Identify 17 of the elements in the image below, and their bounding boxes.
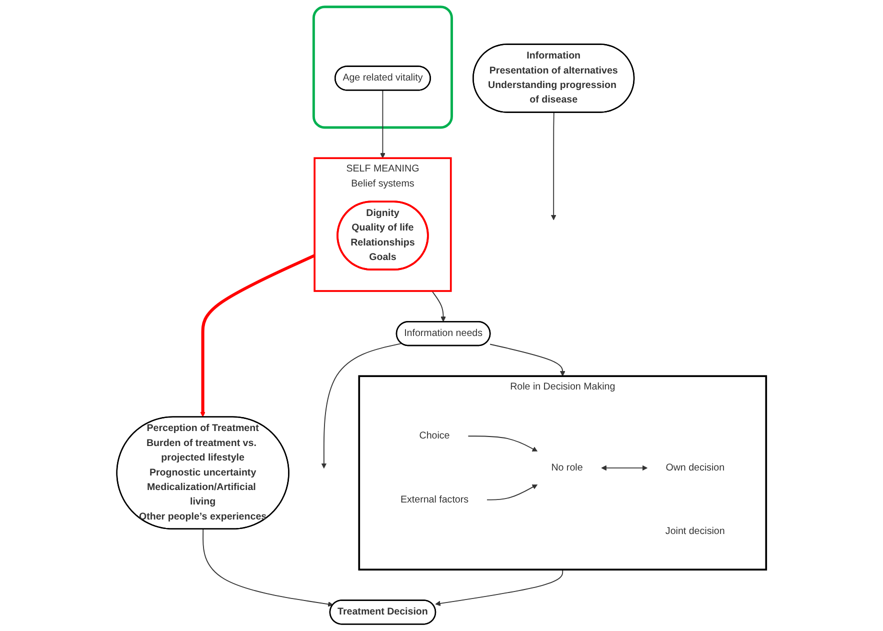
arrow [380,90,386,158]
arrow [601,465,648,471]
arrow [468,436,538,452]
arrow [435,569,564,606]
arrow [486,484,538,500]
arrow [490,344,566,376]
arrow [550,112,556,220]
node-text: External factors [400,494,469,505]
arrow [321,343,402,469]
arrow [202,528,334,607]
node-text: No role [551,462,583,473]
node-text: Own decision [666,462,725,473]
arrow [200,254,316,418]
cluster [312,6,453,129]
arrow [431,290,446,322]
node-text: Joint decision [665,526,725,537]
node-text: Choice [419,430,450,442]
